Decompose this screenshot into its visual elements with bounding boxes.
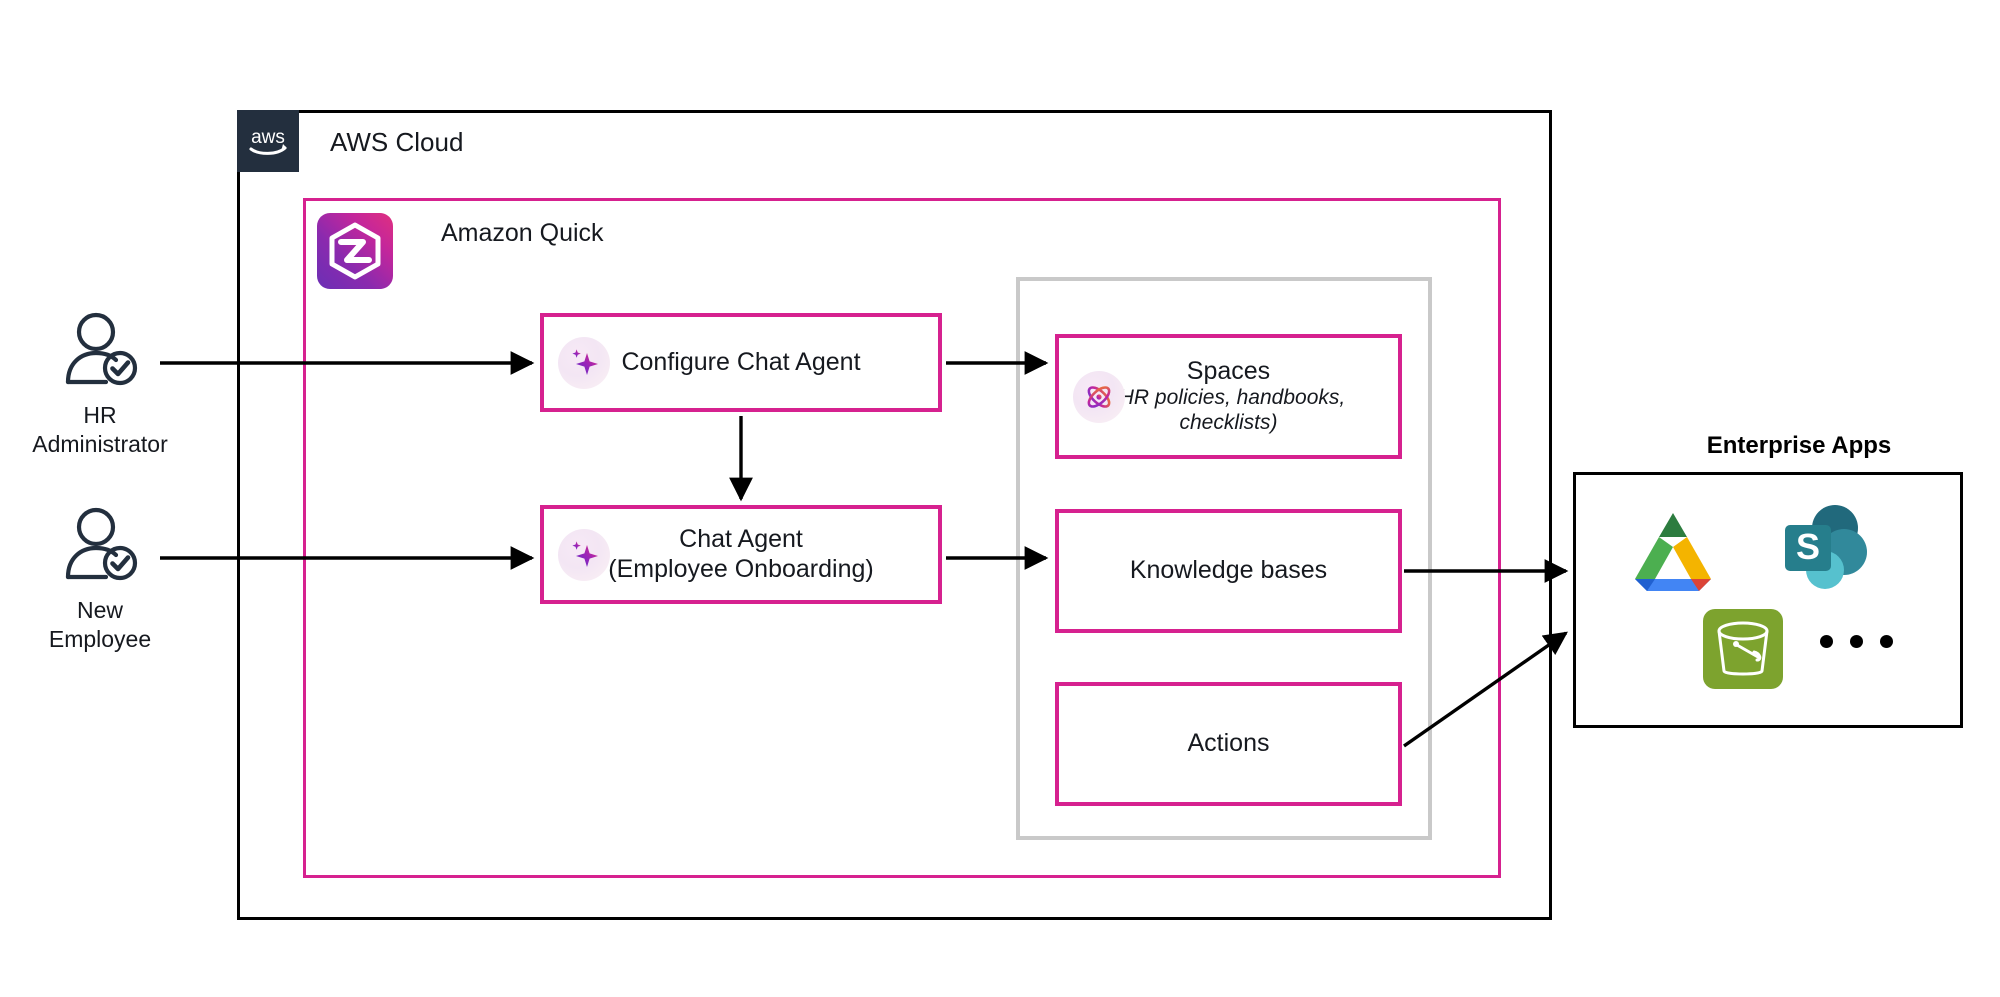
chat-agent-subtitle: (Employee Onboarding) (608, 554, 874, 583)
sparkle-ai-icon (558, 528, 610, 581)
user-check-icon (65, 312, 138, 386)
hr-administrator-actor: HR Administrator (0, 310, 200, 459)
hr-administrator-label-line1: HR (83, 402, 117, 428)
svg-text:aws: aws (251, 127, 285, 148)
new-employee-actor: New Employee (0, 505, 200, 654)
amazon-quick-icon (316, 212, 394, 290)
new-employee-label-line2: Employee (48, 625, 152, 652)
aws-cloud-label: AWS Cloud (330, 127, 464, 157)
user-check-icon (65, 507, 138, 581)
configure-chat-agent-box[interactable]: Configure Chat Agent (540, 313, 942, 412)
enterprise-apps-title: Enterprise Apps (1706, 432, 1892, 459)
amazon-quick-label: Amazon Quick (441, 219, 604, 247)
chat-agent-label: Chat Agent (Employee Onboarding) (544, 525, 938, 584)
chat-agent-title: Chat Agent (679, 525, 803, 553)
more-apps-ellipsis (1820, 635, 1930, 648)
hr-administrator-label-line2: Administrator (32, 430, 168, 457)
new-employee-label-line1: New (76, 597, 123, 623)
spaces-title: Spaces (1186, 356, 1271, 385)
actions-box[interactable]: Actions (1055, 682, 1402, 806)
actions-label: Actions (1187, 729, 1270, 758)
hr-administrator-label: HR Administrator (0, 401, 200, 459)
configure-chat-agent-label: Configure Chat Agent (621, 347, 861, 376)
amazon-s3-bucket-icon (1702, 608, 1784, 690)
spaces-box[interactable]: Spaces (HR policies, handbooks, checklis… (1055, 334, 1402, 459)
spaces-label: Spaces (HR policies, handbooks, checklis… (1059, 357, 1398, 436)
microsoft-sharepoint-icon: S (1779, 500, 1879, 600)
knowledge-bases-box[interactable]: Knowledge bases (1055, 509, 1402, 633)
svg-text:S: S (1796, 526, 1820, 567)
chat-agent-box[interactable]: Chat Agent (Employee Onboarding) (540, 505, 942, 604)
atom-orbit-icon (1073, 370, 1125, 423)
new-employee-label: New Employee (0, 596, 200, 654)
spaces-subtitle-line2: checklists) (1179, 411, 1278, 435)
google-drive-icon (1621, 497, 1725, 601)
spaces-subtitle-line1: (HR policies, handbooks, (1111, 386, 1346, 410)
aws-logo-icon: aws (237, 110, 299, 172)
knowledge-bases-label: Knowledge bases (1129, 556, 1328, 585)
sparkle-ai-icon (558, 336, 610, 389)
